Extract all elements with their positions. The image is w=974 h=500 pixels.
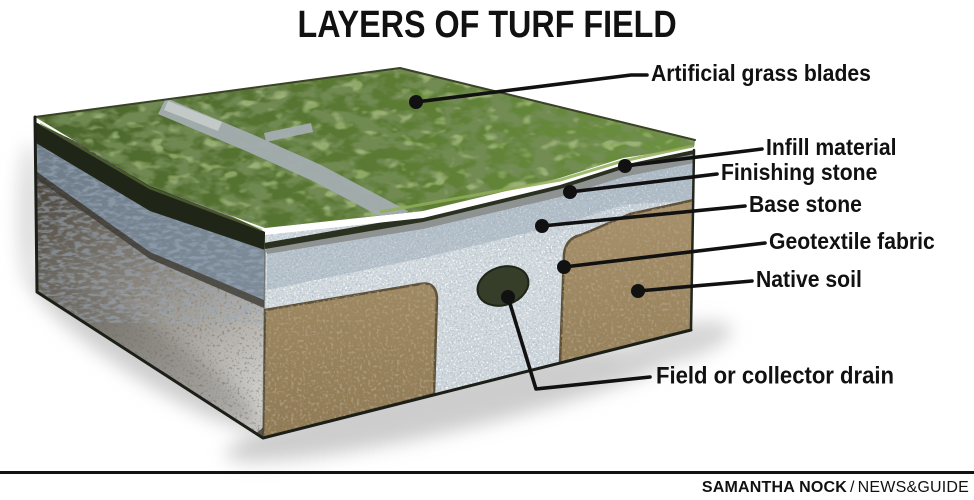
leader-finishing-stone (568, 172, 719, 194)
leader-base-stone (540, 204, 747, 228)
label-field-collector-drain: Field or collector drain (656, 362, 895, 390)
finishing-stone-band (267, 162, 694, 290)
anchor-dot-geotextile-fabric (557, 260, 571, 274)
leader-geotextile-fabric (562, 241, 767, 269)
anchor-dot-infill-material (618, 159, 632, 173)
credit-line: SAMANTHA NOCK/NEWS&GUIDE (702, 479, 969, 497)
leader-lines (414, 73, 767, 391)
label-infill-material: Infill material (766, 133, 897, 160)
anchor-dots (409, 95, 645, 304)
anchor-dot-finishing-stone (563, 185, 577, 199)
anchor-dot-field-collector-drain (501, 290, 515, 304)
credit-author: SAMANTHA NOCK (701, 479, 847, 496)
left-face (35, 122, 265, 438)
divider-line (0, 471, 974, 474)
block-outline (33, 67, 696, 440)
anchor-dot-base-stone (535, 219, 549, 233)
leader-artificial-grass-blades (414, 73, 649, 104)
page-title: LAYERS OF TURF FIELD (297, 4, 677, 46)
leader-native-soil (636, 279, 754, 293)
label-geotextile-fabric: Geotextile fabric (769, 227, 935, 254)
label-native-soil: Native soil (756, 265, 862, 292)
left-face-turf-underside (35, 122, 265, 250)
label-finishing-stone: Finishing stone (721, 158, 878, 185)
credit-separator: / (850, 479, 855, 496)
anchor-dot-artificial-grass-blades (409, 95, 423, 109)
leader-infill-material (623, 147, 764, 168)
credit-publication: NEWS&GUIDE (857, 479, 969, 496)
leader-field-collector-drain (506, 295, 652, 391)
label-artificial-grass-blades: Artificial grass blades (651, 59, 871, 86)
field-line (158, 98, 408, 227)
anchor-dot-native-soil (631, 284, 645, 298)
label-base-stone: Base stone (749, 190, 862, 217)
